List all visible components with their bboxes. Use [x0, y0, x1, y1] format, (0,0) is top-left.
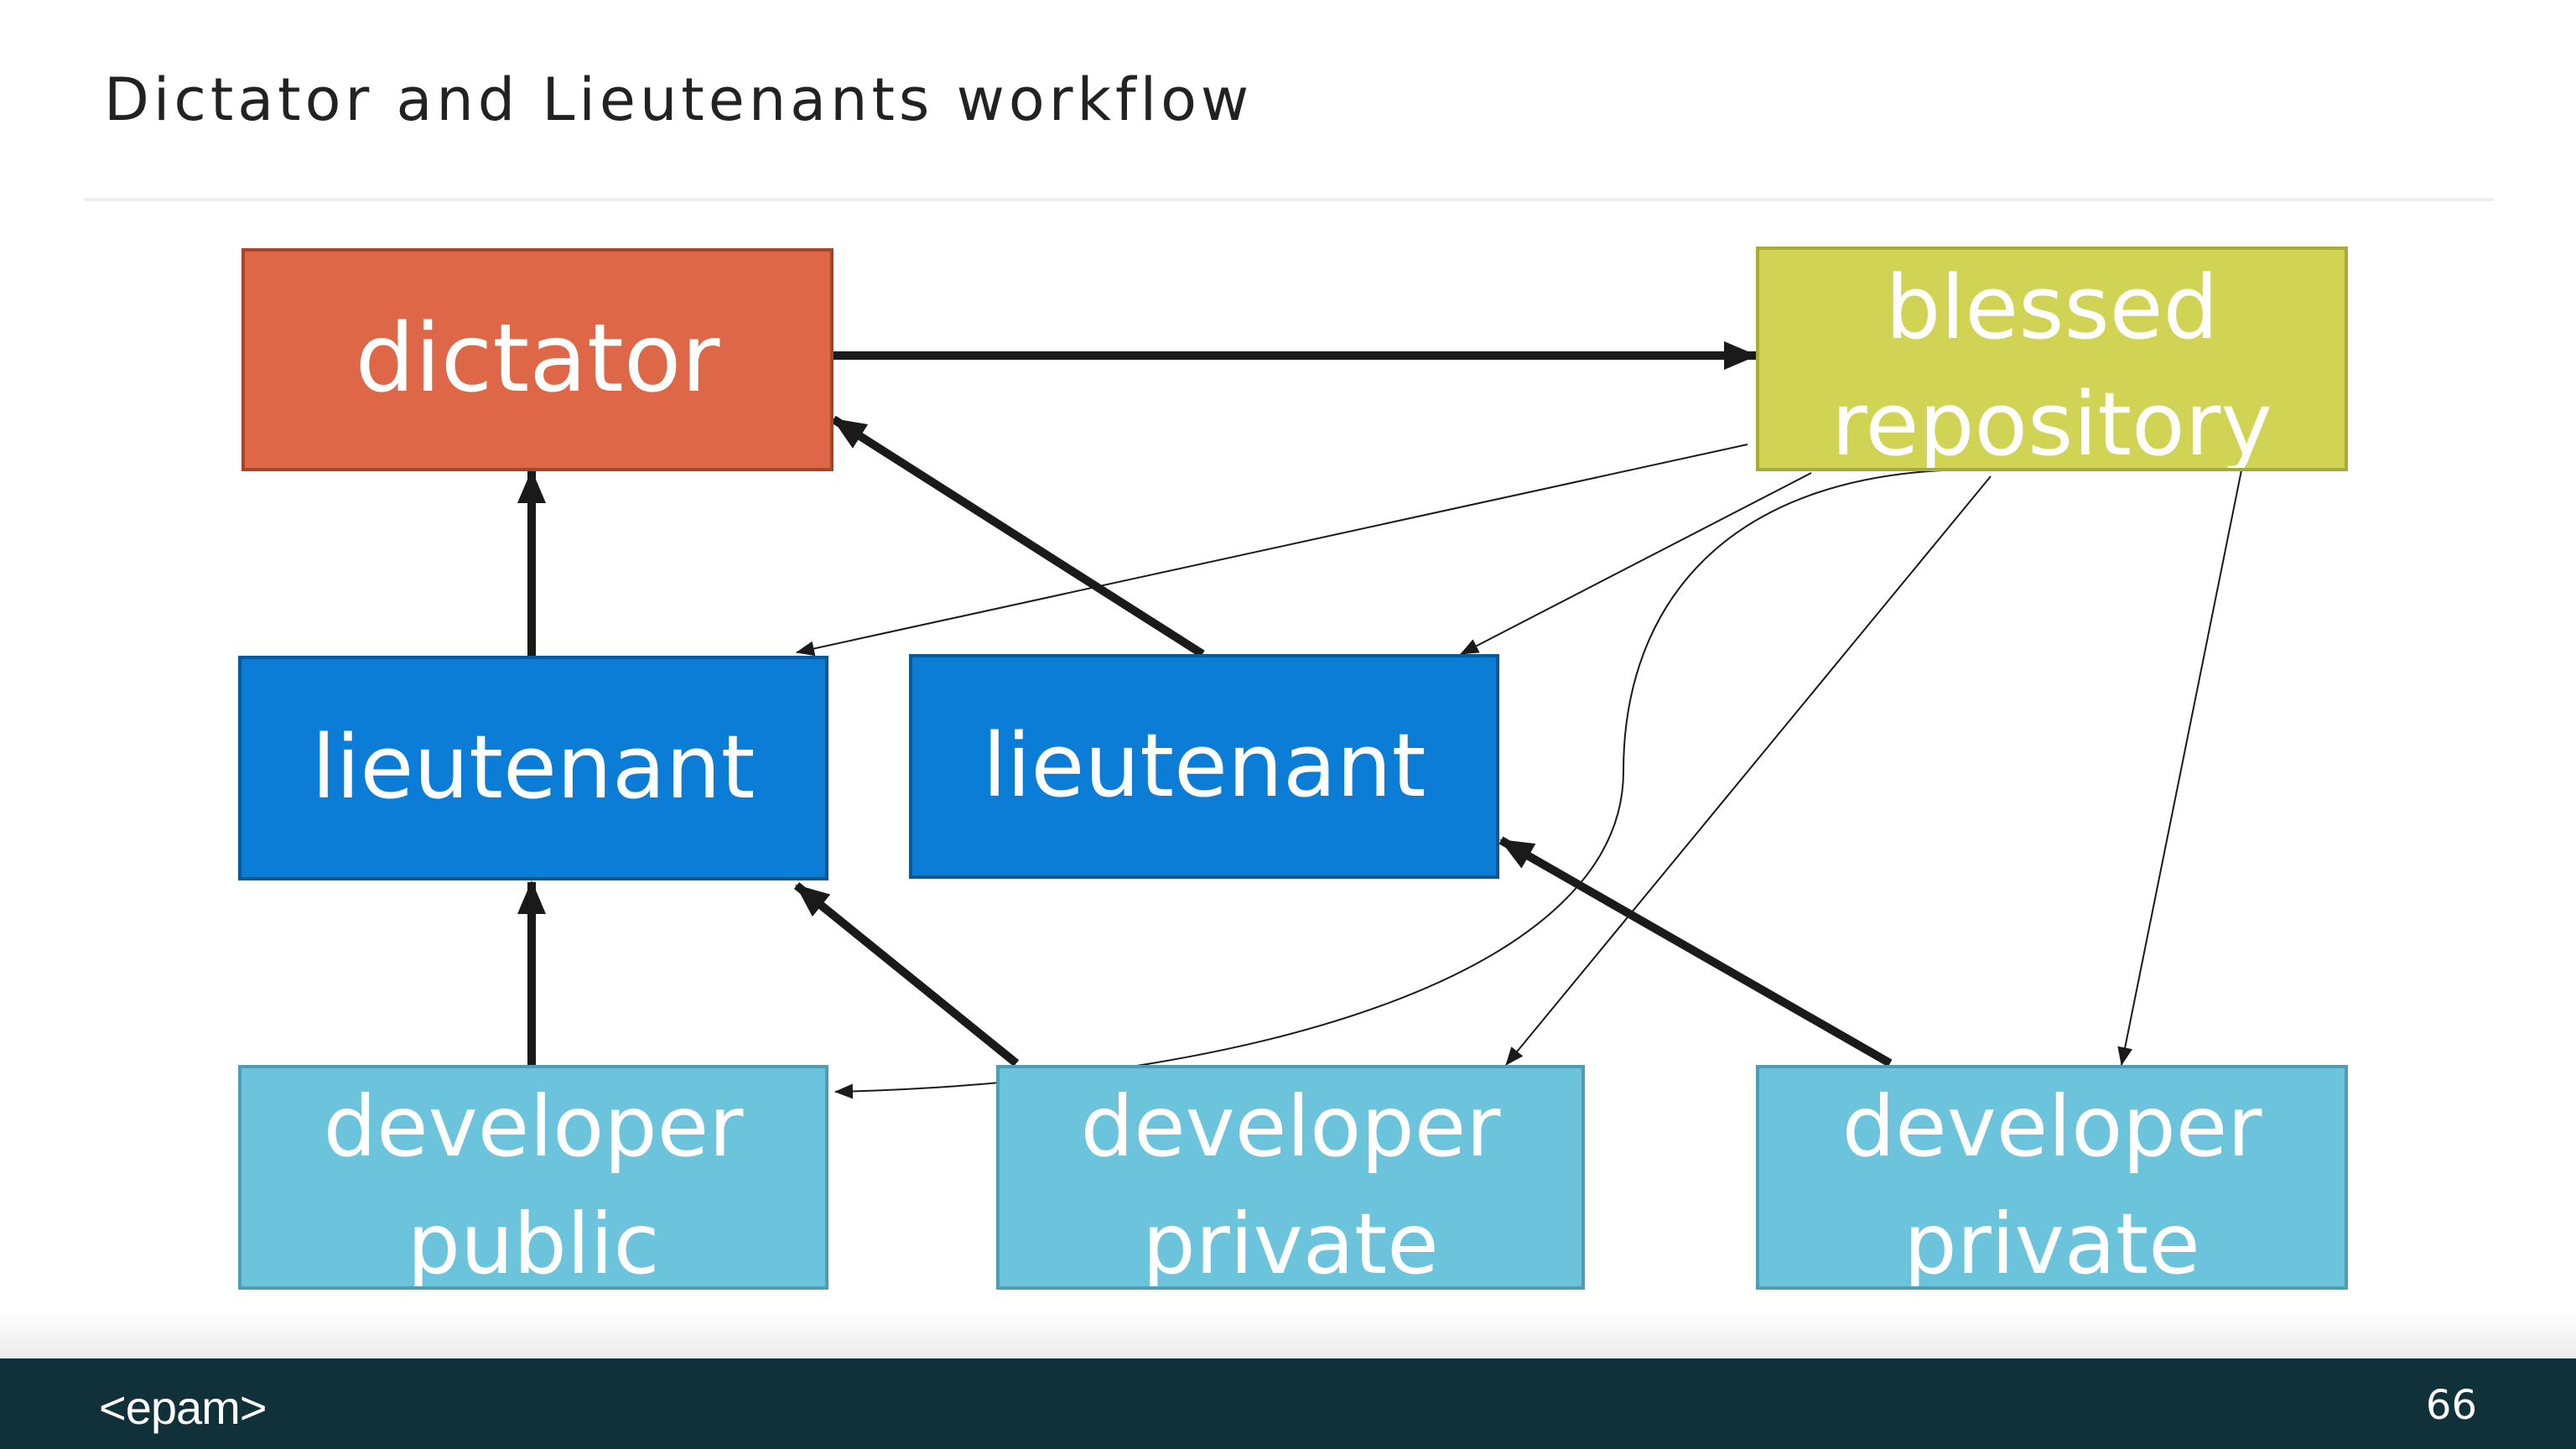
blessed-repository-node: blessed repository — [1756, 247, 2348, 471]
edge-blessed-to-lieutenant-right — [1460, 472, 1812, 655]
lieutenant-right-node: lieutenant — [909, 654, 1499, 879]
developer-private-right-node: developer private — [1756, 1065, 2348, 1290]
dictator-label: dictator — [355, 304, 720, 414]
footer-bar: <epam> 66 — [0, 1358, 2576, 1449]
blessed-repository-label-line1: blessed — [1885, 257, 2219, 359]
edge-blessed-to-developer-public — [834, 469, 1976, 1099]
lieutenant-right-label: lieutenant — [982, 714, 1426, 818]
developer-private-middle-node: developer private — [996, 1065, 1585, 1290]
developer-public-label-line1: developer — [323, 1078, 744, 1176]
dictator-node: dictator — [242, 248, 834, 471]
title-divider — [84, 198, 2494, 201]
edge-blessed-to-developer-private-right — [2117, 465, 2243, 1066]
blessed-repository-label-line2: repository — [1831, 373, 2272, 471]
developer-private-middle-label-line2: private — [1142, 1195, 1439, 1290]
edge-lieutenant-right-to-dictator — [831, 415, 1205, 658]
edge-blessed-to-lieutenant-left — [796, 444, 1748, 657]
developer-private-right-label-line1: developer — [1841, 1078, 2262, 1176]
slide-title: Dictator and Lieutenants workflow — [104, 65, 1254, 134]
edge-blessed-to-developer-private-middle — [1505, 475, 1992, 1066]
page-number: 66 — [2425, 1382, 2477, 1429]
developer-public-label-line2: public — [407, 1195, 660, 1290]
developer-private-middle-label-line1: developer — [1080, 1078, 1501, 1176]
edge-developer-private-right-to-lieutenant — [1498, 836, 1893, 1067]
epam-logo: <epam> — [99, 1381, 267, 1434]
developer-private-right-label-line2: private — [1903, 1195, 2200, 1290]
edge-developer-private-middle-to-lieutenant — [793, 882, 1020, 1067]
developer-public-node: developer public — [238, 1065, 828, 1290]
lieutenant-left-label: lieutenant — [311, 716, 756, 819]
footer-fade — [0, 1308, 2576, 1358]
lieutenant-left-node: lieutenant — [238, 656, 828, 880]
